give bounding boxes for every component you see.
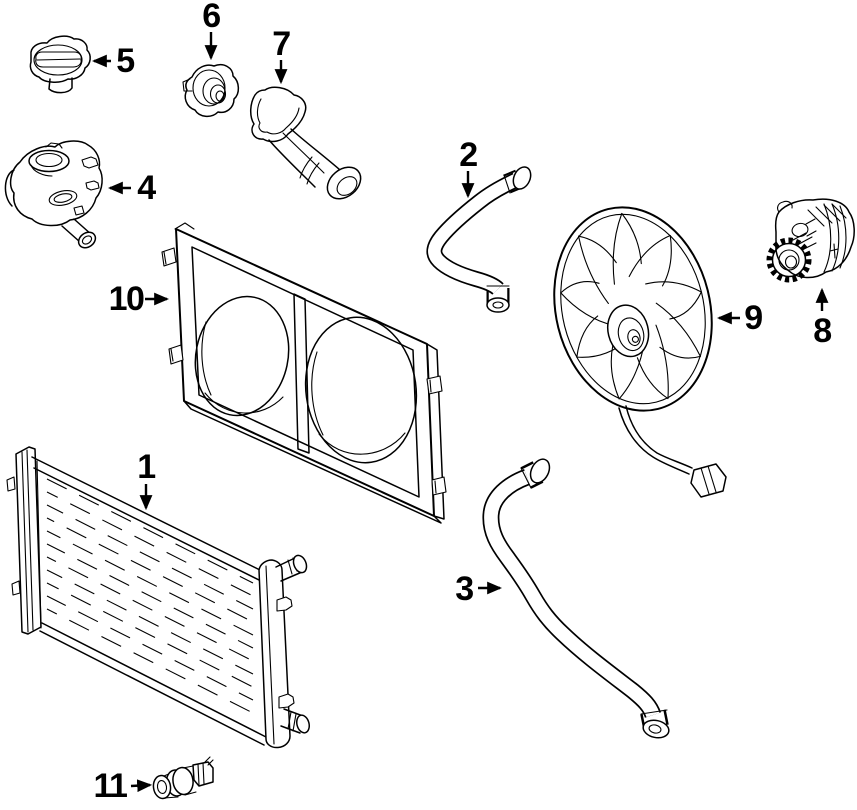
callout-5[interactable]: 5 — [91, 42, 136, 80]
part-coolant-expansion-tank — [4, 140, 103, 249]
part-cooling-fan — [546, 199, 727, 498]
callout-10[interactable]: 10 — [109, 280, 170, 318]
fan-blades — [546, 199, 725, 417]
fan-wire-connector — [618, 405, 727, 498]
radiator-core-fins — [46, 478, 254, 714]
fan-hub — [606, 304, 650, 358]
callout-2[interactable]: 2 — [459, 136, 479, 199]
callout-1[interactable]: 1 — [137, 448, 157, 511]
callout-8[interactable]: 8 — [813, 287, 833, 350]
part-lower-radiator-hose — [482, 458, 670, 739]
part-fan-shroud — [161, 222, 447, 524]
part-radiator — [6, 446, 310, 749]
callout-8-label: 8 — [813, 312, 831, 350]
callout-4[interactable]: 4 — [107, 169, 158, 207]
callout-9[interactable]: 9 — [716, 299, 764, 337]
callout-7-label: 7 — [272, 25, 290, 63]
callout-9-label: 9 — [744, 299, 762, 337]
callout-7[interactable]: 7 — [272, 25, 292, 85]
callout-11-arrow — [130, 779, 153, 793]
pump-gear — [766, 232, 817, 283]
callout-10-label: 10 — [109, 280, 144, 318]
callout-11-label: 11 — [94, 767, 128, 805]
callout-11[interactable]: 11 — [94, 767, 153, 805]
callout-3[interactable]: 3 — [455, 570, 503, 608]
part-expansion-tank-cap — [29, 35, 91, 94]
callouts: 1 2 3 4 5 6 7 8 — [91, 0, 833, 805]
part-thermostat — [182, 64, 240, 118]
part-upper-radiator-hose — [426, 166, 532, 313]
callout-6-label: 6 — [202, 0, 220, 35]
callout-1-label: 1 — [137, 448, 155, 486]
part-water-pump — [766, 198, 855, 283]
callout-5-label: 5 — [116, 42, 134, 80]
part-coolant-temp-sensor — [152, 756, 214, 800]
callout-6[interactable]: 6 — [202, 0, 222, 61]
callout-3-label: 3 — [455, 570, 473, 608]
callout-4-label: 4 — [137, 169, 156, 207]
callout-2-label: 2 — [459, 136, 477, 174]
part-water-outlet-pipe — [250, 86, 362, 200]
